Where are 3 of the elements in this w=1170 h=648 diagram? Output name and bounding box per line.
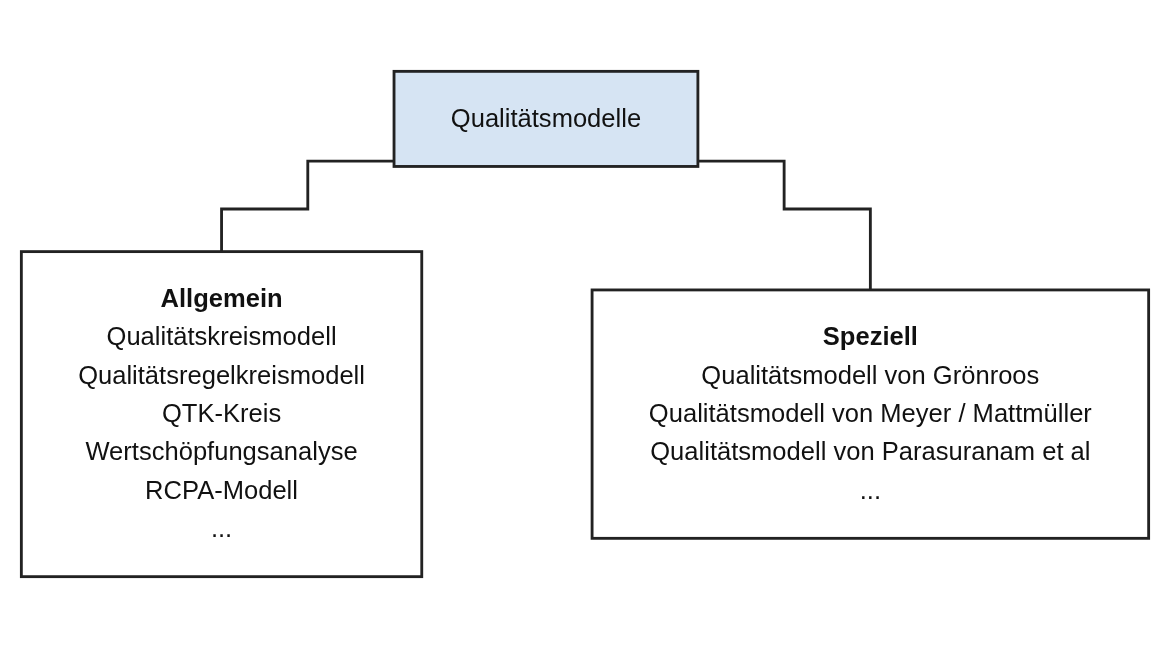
node-box: Allgemein Qualitätskreismodell Qualitätsregelkreismodell QTK-Kreis Wertschöpfungsanalyse RCPA-Modell ...	[19, 250, 424, 579]
node-box: Qualitätsmodelle	[392, 69, 700, 168]
node-box: Speziell Qualitätsmodell von Grönroos Qualitätsmodell von Meyer / Mattmüller Qualitätsmodell von Parasuranam et al ...	[590, 288, 1151, 540]
